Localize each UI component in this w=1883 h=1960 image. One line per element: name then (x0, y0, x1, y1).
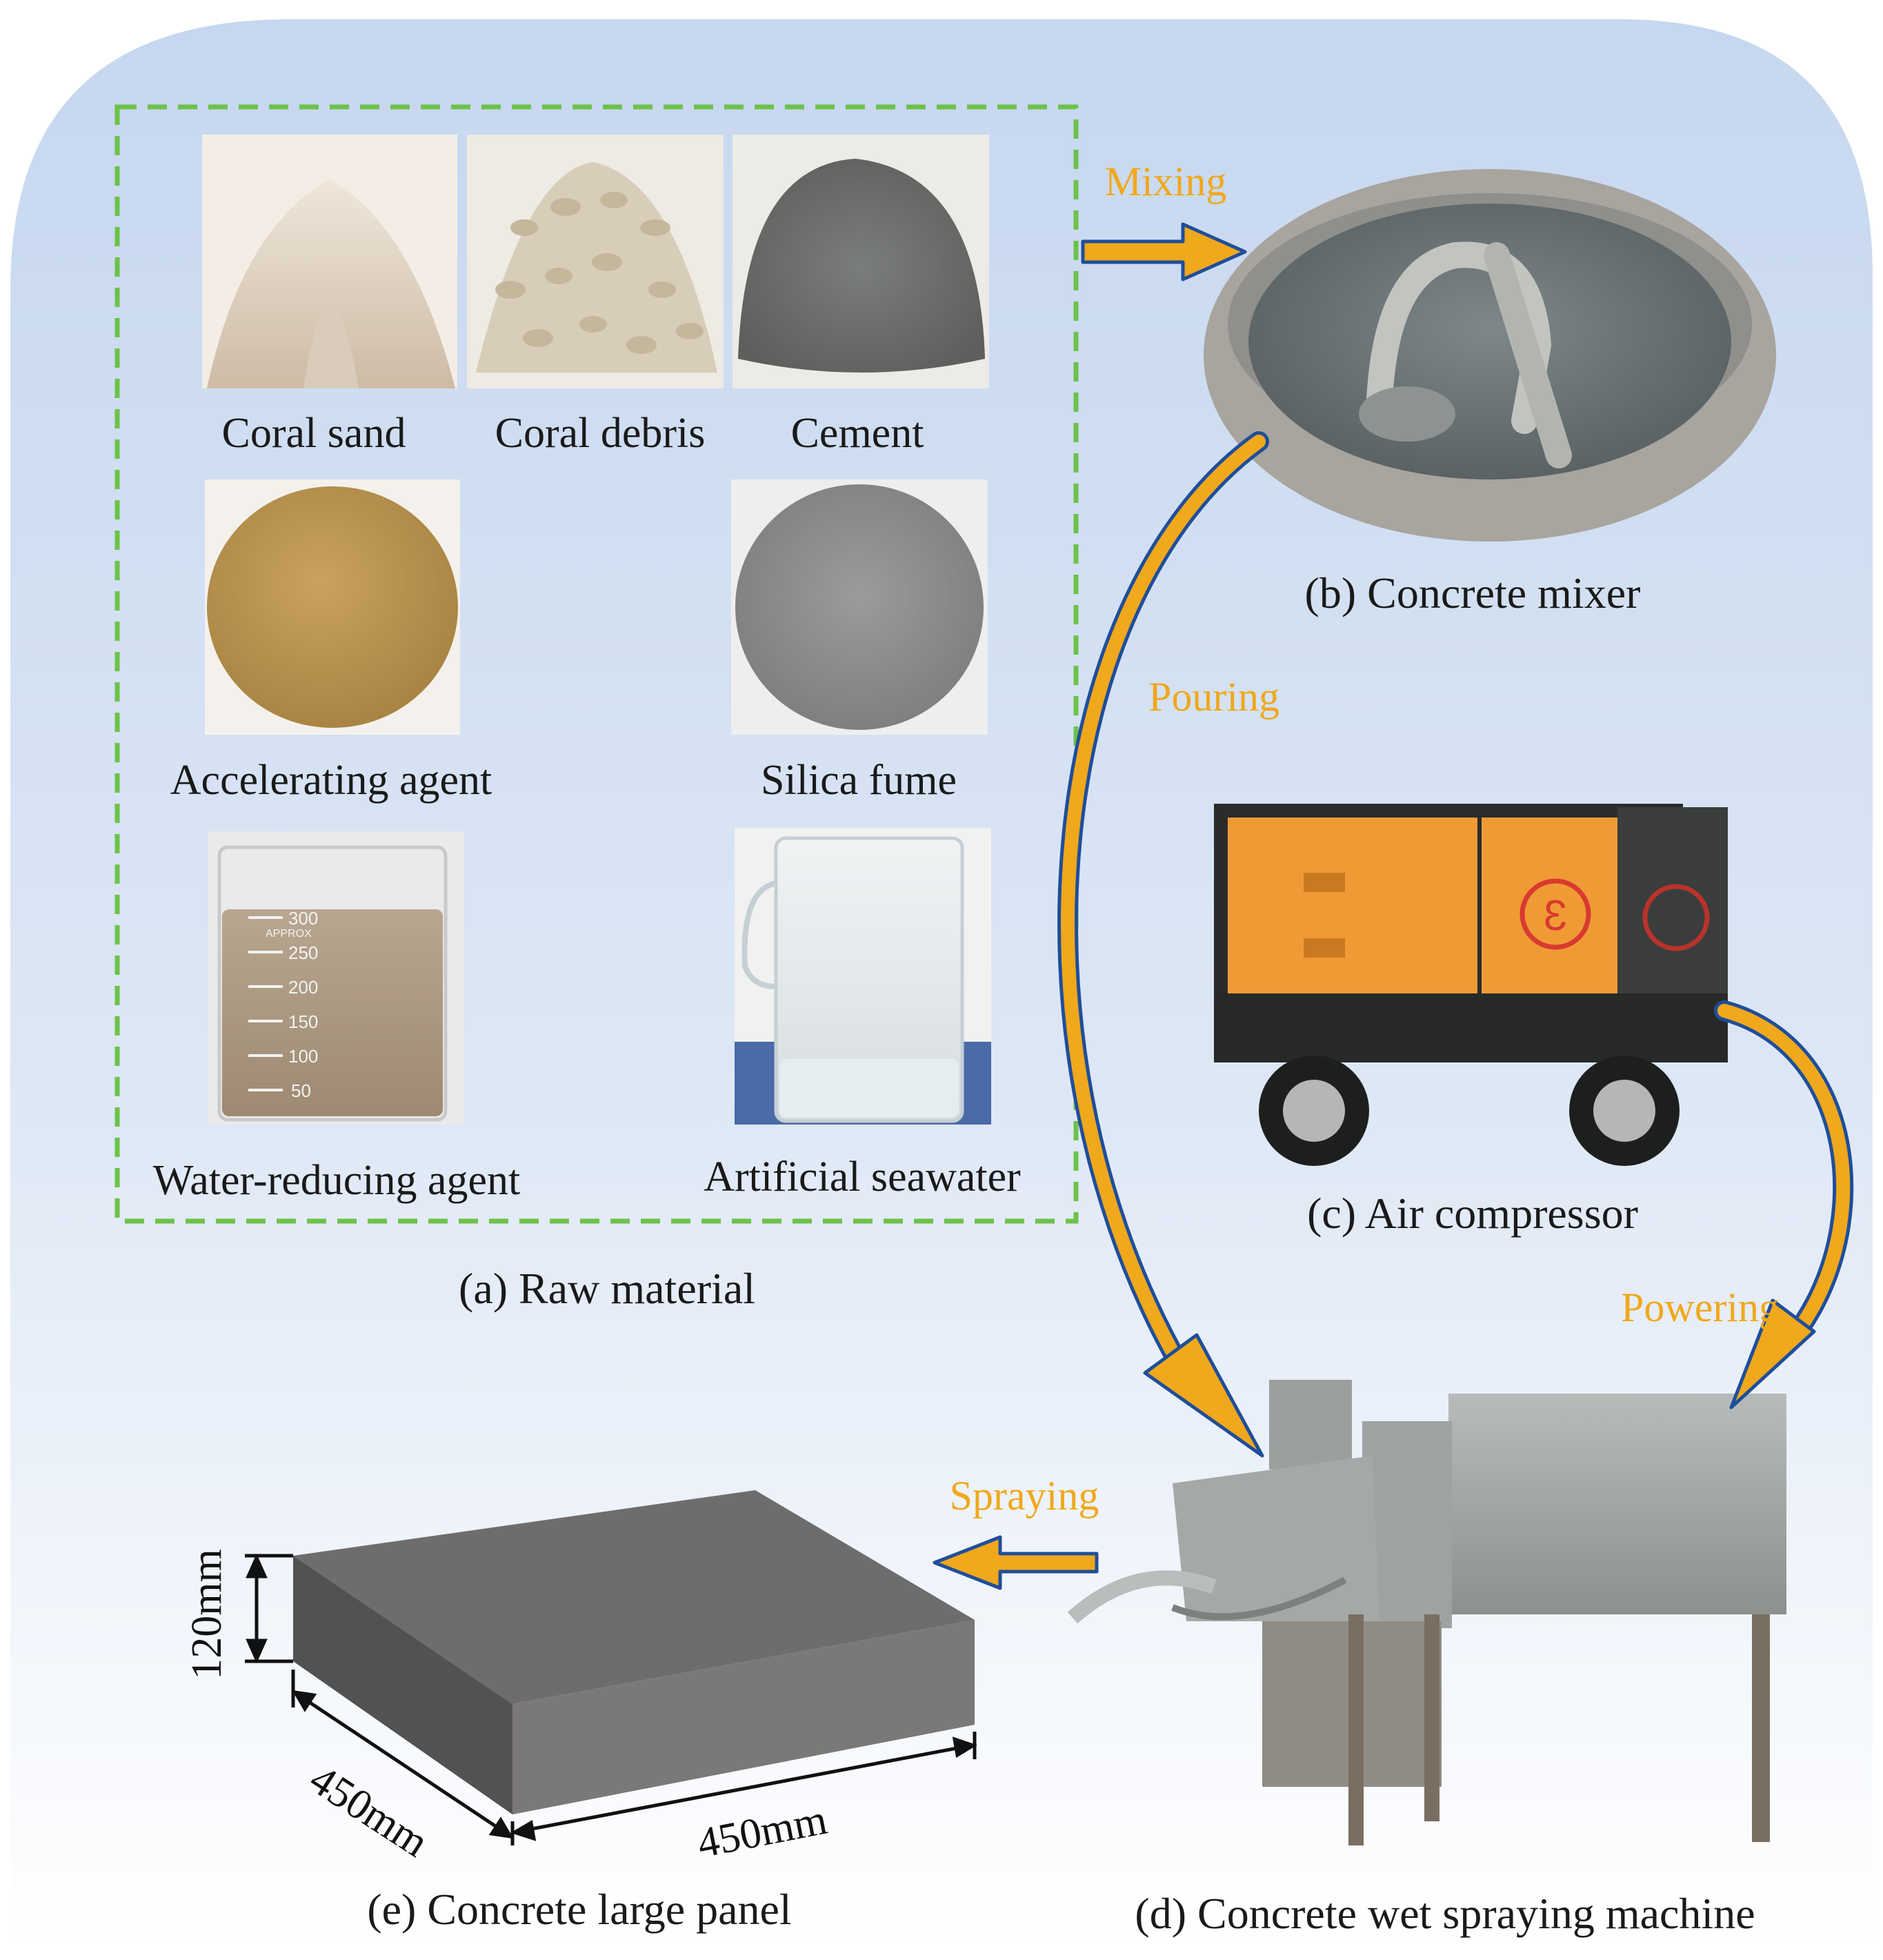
silica-fume-photo (731, 479, 988, 735)
coral-sand-photo (202, 135, 457, 388)
label-coral-debris: Coral debris (495, 410, 706, 457)
label-cement: Cement (790, 410, 924, 457)
raw-material-frame (114, 104, 1079, 1224)
caption-concrete-panel: (e) Concrete large panel (367, 1885, 792, 1934)
beaker-mark-250: 250 (288, 942, 318, 963)
label-accelerating-agent: Accelerating agent (170, 757, 492, 804)
caption-wet-spraying-machine: (d) Concrete wet spraying machine (1135, 1889, 1755, 1938)
process-pouring: Pouring (1148, 674, 1280, 720)
concrete-mixer-photo (1204, 169, 1776, 542)
dimension-height-label: 120mm (183, 1549, 230, 1680)
water-reducing-agent-photo (208, 831, 464, 1125)
process-spraying: Spraying (949, 1473, 1099, 1518)
label-water-reducing-agent: Water-reducing agent (152, 1157, 521, 1204)
coral-debris-photo (467, 135, 724, 388)
artificial-seawater-photo (735, 828, 991, 1125)
concrete-panel-block (293, 1490, 975, 1814)
caption-raw-material: (a) Raw material (459, 1264, 755, 1313)
beaker-mark-150: 150 (288, 1011, 318, 1032)
label-coral-sand: Coral sand (221, 410, 406, 457)
mixing-arrow (1081, 222, 1247, 281)
caption-concrete-mixer: (b) Concrete mixer (1304, 568, 1641, 617)
beaker-mark-300: 300 (288, 908, 318, 929)
beaker-mark-50: 50 (291, 1080, 311, 1101)
process-mixing: Mixing (1104, 159, 1227, 204)
wet-spraying-machine-photo (1067, 1380, 1786, 1845)
powering-arrow (1714, 1000, 1854, 1409)
spraying-arrow (933, 1535, 1099, 1590)
dimension-height-line (245, 1553, 293, 1664)
process-powering: Powering (1621, 1285, 1780, 1330)
label-artificial-seawater: Artificial seawater (704, 1154, 1021, 1200)
beaker-mark-200: 200 (288, 977, 318, 998)
dimension-depth-line (291, 1670, 515, 1845)
caption-air-compressor: (c) Air compressor (1307, 1189, 1638, 1238)
dimension-width-line (510, 1732, 977, 1841)
pouring-arrow (1057, 431, 1269, 1458)
beaker-mark-approx: APPROX (266, 928, 312, 940)
air-compressor-photo (1214, 804, 1728, 1166)
cement-photo (733, 135, 989, 388)
beaker-mark-100: 100 (288, 1046, 318, 1067)
label-silica-fume: Silica fume (760, 757, 957, 804)
accelerating-agent-photo (205, 479, 460, 735)
compressor-stamp-number: 3 (1544, 892, 1567, 940)
